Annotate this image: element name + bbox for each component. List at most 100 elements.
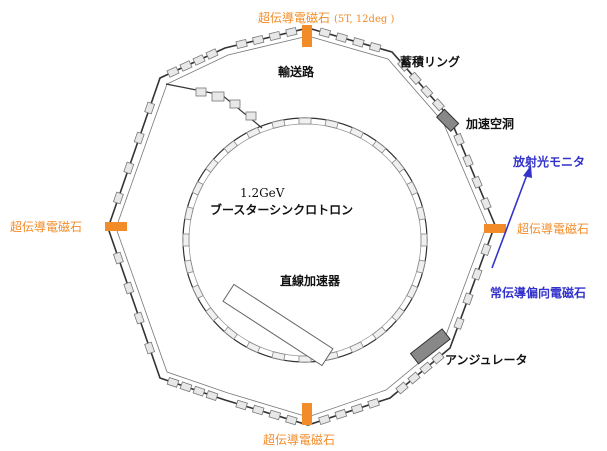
- booster-magnet: [223, 326, 238, 340]
- booster-magnet: [298, 117, 312, 125]
- ring-magnet: [350, 403, 364, 415]
- booster-magnet: [184, 259, 194, 274]
- ring-magnet: [453, 132, 465, 146]
- booster-magnet: [372, 140, 387, 154]
- transport-magnet: [211, 91, 225, 102]
- ring-magnet: [251, 404, 265, 416]
- ring-magnet: [166, 376, 180, 388]
- rf-cavity: [435, 108, 460, 133]
- ring-magnet: [395, 381, 409, 395]
- label-sc-magnet-right: 超伝導電磁石: [517, 221, 589, 236]
- label-sc-magnet-top: 超伝導電磁石: [258, 10, 330, 25]
- booster-magnet: [191, 181, 204, 196]
- booster-magnet: [223, 140, 238, 154]
- ring-magnet: [144, 341, 156, 355]
- ring-magnet: [420, 84, 434, 99]
- arrow-head-icon: [523, 165, 532, 178]
- booster-ring-wall: [188, 123, 422, 357]
- booster-magnet: [416, 259, 426, 274]
- radiation-monitor-beam: [491, 165, 532, 269]
- booster-magnet: [349, 126, 364, 139]
- linac-tube: [222, 283, 334, 367]
- ring-magnet: [235, 399, 248, 411]
- ring-magnet: [431, 98, 445, 112]
- ring-magnet: [285, 26, 298, 38]
- transport-line: [165, 83, 263, 129]
- ring-magnet: [285, 414, 298, 426]
- ring-magnet: [192, 385, 206, 397]
- label-sc-magnet-left: 超伝導電磁石: [10, 219, 82, 234]
- ring-magnet: [123, 281, 135, 295]
- ring-magnet: [334, 408, 348, 420]
- sc-magnet-right: [484, 224, 506, 233]
- booster-magnet: [391, 307, 405, 322]
- ring-magnet: [419, 361, 433, 375]
- ring-magnet: [268, 30, 281, 42]
- linac: [222, 283, 334, 367]
- booster-magnet: [324, 119, 339, 129]
- ring-magnet: [480, 197, 492, 211]
- booster-magnets: [182, 117, 428, 363]
- ring-magnet: [431, 351, 445, 365]
- label-normal-bend-magnet: 常伝導偏向電磁石: [490, 285, 586, 300]
- booster-magnet: [372, 326, 387, 340]
- storage-ring: [107, 26, 496, 426]
- superconducting-magnets: [105, 25, 506, 425]
- ring-magnet: [112, 251, 124, 265]
- undulator: [409, 328, 451, 365]
- label-transport-line: 輸送路: [278, 64, 315, 79]
- ring-magnet: [133, 311, 145, 325]
- ring-magnet: [205, 48, 219, 60]
- booster-magnet: [205, 307, 219, 322]
- ring-magnet: [397, 58, 411, 72]
- ring-magnet: [112, 191, 124, 205]
- ring-magnet: [133, 131, 145, 145]
- transport-magnet: [229, 99, 241, 109]
- booster-magnet: [271, 119, 286, 129]
- ring-magnet: [471, 267, 483, 281]
- booster-magnet: [205, 158, 219, 173]
- storage-ring-magnets: [112, 26, 492, 426]
- ring-magnet: [471, 175, 483, 189]
- booster-magnet: [416, 206, 426, 221]
- ring-magnet: [453, 316, 465, 330]
- ring-magnet: [352, 37, 365, 48]
- sc-magnet-top: [302, 25, 312, 47]
- booster-magnet: [191, 284, 204, 299]
- booster-magnet: [246, 341, 261, 354]
- transport-line-beamline: [165, 83, 263, 129]
- booster-magnet: [420, 233, 428, 247]
- ring-magnet: [192, 54, 206, 66]
- booster-ring-beamline: [182, 117, 428, 363]
- ring-magnet: [205, 390, 219, 402]
- label-rf-cavity: 加速空洞: [465, 116, 514, 131]
- label-linac: 直線加速器: [280, 273, 341, 288]
- booster-magnet: [391, 158, 405, 173]
- ring-magnet: [462, 292, 474, 306]
- booster-magnet: [406, 284, 419, 299]
- label-radiation-monitor: 放射光モニタ: [512, 154, 585, 169]
- ring-magnet: [408, 71, 422, 86]
- label-storage-ring: 蓄積リング: [400, 54, 460, 69]
- ring-magnet: [335, 32, 348, 43]
- booster-synchrotron: [182, 117, 428, 363]
- ring-magnet: [318, 27, 332, 39]
- booster-magnet: [271, 351, 286, 361]
- label-booster-energy: 1.2GeV: [240, 186, 285, 200]
- booster-magnet: [246, 126, 261, 139]
- transport-magnet: [245, 111, 257, 121]
- ring-magnet: [367, 398, 380, 409]
- booster-magnet: [184, 206, 194, 221]
- ring-magnet: [123, 161, 135, 175]
- ring-magnet: [462, 154, 474, 168]
- ring-magnet: [179, 381, 193, 393]
- ring-magnet: [235, 38, 248, 50]
- sc-magnet-bottom: [302, 403, 312, 425]
- sc-magnet-left: [105, 222, 127, 231]
- ring-magnet: [166, 66, 180, 78]
- radiation-monitor-arrow: [491, 171, 529, 269]
- booster-magnet: [349, 341, 364, 354]
- ring-magnet: [252, 34, 265, 46]
- ring-magnet: [268, 409, 282, 421]
